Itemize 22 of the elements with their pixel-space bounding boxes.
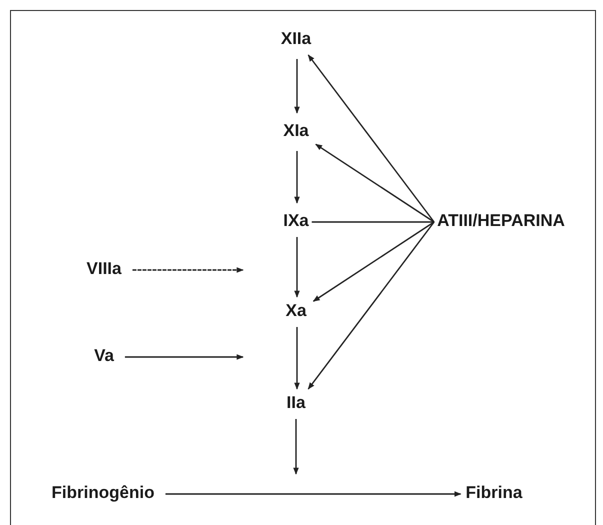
arrow xyxy=(124,354,244,360)
arrow xyxy=(308,222,435,390)
arrow xyxy=(294,327,300,390)
factor-label: VIIIa xyxy=(84,258,124,280)
factor-label: Va xyxy=(92,345,116,367)
factor-label: ATIII/HEPARINA xyxy=(435,210,567,232)
factor-label: XIIa xyxy=(278,28,314,50)
factor-label: IXa xyxy=(281,210,311,232)
factor-label: IIa xyxy=(284,392,308,414)
factor-label: Fibrina xyxy=(464,482,524,504)
arrow xyxy=(165,491,462,497)
arrow xyxy=(315,144,434,223)
arrow xyxy=(132,267,244,273)
factor-label: Fibrinogênio xyxy=(50,482,156,504)
arrow xyxy=(308,54,435,222)
arrow xyxy=(312,221,434,302)
arrow xyxy=(294,237,300,298)
factor-label: XIa xyxy=(281,120,311,142)
factor-label: Xa xyxy=(284,300,308,322)
arrow xyxy=(294,151,300,204)
arrow xyxy=(293,419,299,475)
arrow xyxy=(294,59,300,114)
